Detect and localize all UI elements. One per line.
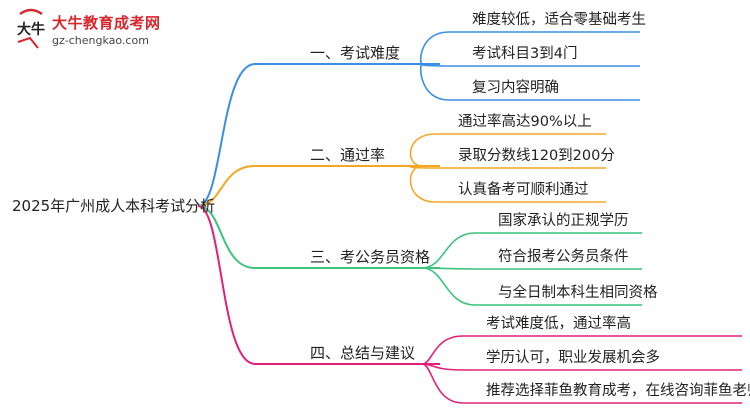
- root-node: 2025年广州成人本科考试分析: [12, 197, 216, 215]
- branch-3-leaf-2-curve: [421, 267, 642, 270]
- branch-1-leaf-2: 考试科目3到4门: [472, 46, 578, 62]
- branch-2-curve: [197, 165, 256, 207]
- branch-4-curve: [197, 205, 256, 365]
- branch-2-leaf-1: 通过率高达90%以上: [458, 114, 592, 130]
- branch-4-leaf-3: 推荐选择菲鱼教育成考，在线咨询菲鱼老师: [486, 383, 750, 399]
- logo-title: 大牛教育成考网: [52, 14, 161, 32]
- branch-3-leaf-2: 符合报考公务员条件: [498, 249, 629, 265]
- branch-4-leaf-2: 学历认可，职业发展机会多: [486, 350, 660, 366]
- branch-4-leaf-3-curve: [421, 363, 742, 404]
- branch-2-label: 二、通过率: [310, 146, 386, 164]
- logo-url: gz-chengkao.com: [52, 34, 149, 47]
- branch-1-leaf-2-curve: [419, 63, 640, 67]
- branch-2-leaf-2-curve: [409, 165, 606, 169]
- branch-3-leaf-1-curve: [421, 232, 642, 269]
- branch-3-leaf-3-curve: [421, 267, 642, 306]
- branch-2-leaf-2: 录取分数线120到200分: [458, 148, 615, 164]
- logo-mark-text: 大牛: [17, 21, 45, 38]
- branch-4-leaf-1-curve: [421, 335, 742, 365]
- branch-2-leaf-3: 认真备考可顺利通过: [458, 182, 589, 198]
- branch-4-leaf-1: 考试难度低，通过率高: [486, 316, 631, 332]
- logo-mark-icon: 大牛: [17, 8, 45, 49]
- branch-3-leaf-3: 与全日制本科生相同资格: [498, 285, 658, 301]
- branch-1-leaf-3-curve: [419, 63, 640, 101]
- branch-3-leaf-1: 国家承认的正规学历: [498, 213, 629, 229]
- branch-3-curve: [197, 205, 256, 269]
- branch-1-label: 一、考试难度: [310, 44, 401, 62]
- branch-3-label: 三、考公务员资格: [310, 248, 431, 266]
- branch-2-leaf-3-curve: [409, 165, 606, 203]
- branch-1-leaf-1: 难度较低，适合零基础考生: [472, 12, 646, 28]
- branch-2-leaf-1-curve: [409, 133, 606, 167]
- branch-1-curve: [197, 63, 256, 207]
- branch-1-leaf-3: 复习内容明确: [472, 80, 559, 96]
- site-logo[interactable]: 大牛 大牛教育成考网 gz-chengkao.com: [14, 8, 184, 56]
- branch-4-label: 四、总结与建议: [310, 344, 416, 362]
- branch-1-leaf-1-curve: [419, 31, 640, 65]
